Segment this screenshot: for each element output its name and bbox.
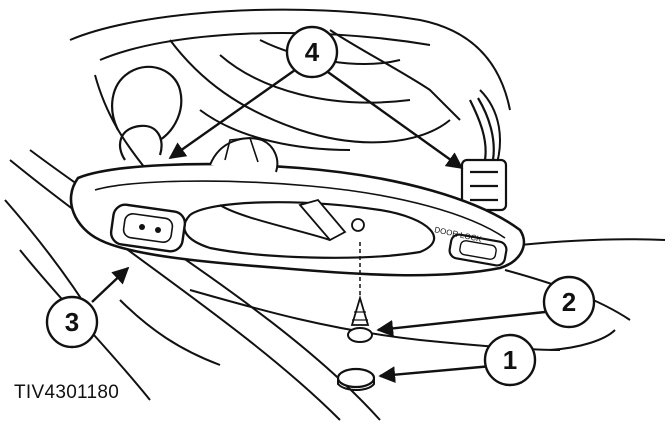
callout-1: 1 [483, 333, 537, 387]
callout-4: 4 [285, 25, 339, 79]
window-switch [109, 203, 187, 253]
callout-3-number: 3 [65, 307, 79, 337]
door-handle-bezel [69, 137, 526, 277]
figure-id-label: TIV4301180 [14, 382, 120, 403]
leader-lines [91, 69, 546, 384]
screw [347, 242, 373, 343]
callout-3: 3 [45, 295, 99, 349]
callout-2-number: 2 [562, 287, 576, 317]
callout-2: 2 [542, 275, 596, 329]
callout-1-number: 1 [503, 345, 517, 375]
cap [336, 367, 376, 391]
wire-grommet [111, 65, 183, 161]
callout-4-number: 4 [305, 37, 320, 67]
